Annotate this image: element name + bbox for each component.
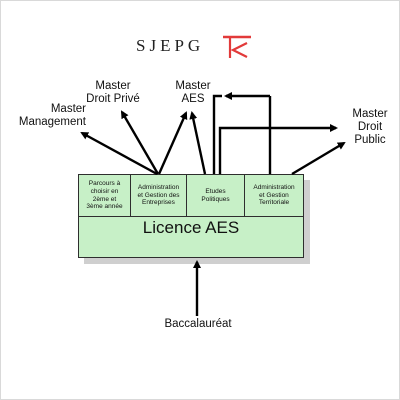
node-line: Master [50,103,86,115]
arrow-elbow-to-aes [212,94,222,174]
arrow-elbow-to-public [218,124,338,174]
licence-title: Licence AES [142,218,240,237]
cell-line: Entreprises [142,199,175,207]
cell-line: Administration [137,184,180,192]
cell-line: Territoriale [258,199,290,207]
arrow-to-aes-from-entreprises [157,111,188,175]
node-line: Master [175,80,211,92]
node-master-management: Master Management [6,103,86,129]
node-master-aes: Master AES [163,80,223,106]
cell-etudes-politiques: Etudes Politiques [187,175,245,217]
licence-aes-box: Parcours à choisir en 2ème et 3ème année… [78,174,309,263]
arrow-to-management [80,131,158,176]
cell-line: 3ème année [86,203,123,211]
arrow-to-droit-public [291,141,346,176]
node-line: AES [181,93,205,105]
cell-parcours: Parcours à choisir en 2ème et 3ème année [79,175,131,217]
node-line: Master [352,108,388,120]
arrow-to-droit-prive [120,110,160,175]
logo-mark-icon [223,35,251,58]
cell-line: Etudes [205,187,226,195]
cell-line: choisir en [90,187,119,195]
node-line: Droit [357,121,383,133]
cell-line: et Gestion des [137,191,180,199]
cell-admin-entreprises: Administration et Gestion des Entreprise… [131,175,187,217]
node-line: Droit Privé [86,93,140,105]
cell-line: Parcours à [88,180,121,188]
node-baccalaureat: Baccalauréat [164,318,232,330]
cell-line: Administration [253,184,295,192]
node-line: Public [354,134,386,146]
node-line: Management [18,116,86,128]
cell-line: et Gestion [259,191,289,199]
node-master-droit-public: Master Droit Public [340,108,400,147]
cell-line: 2ème et [92,195,117,203]
node-master-droit-prive: Master Droit Privé [78,80,148,106]
cell-line: Politiques [201,195,230,203]
node-line: Master [95,80,131,92]
arrow-to-aes-from-etudes [189,111,207,175]
logo-text: SJEPG [136,36,205,55]
cell-admin-territoriale: Administration et Gestion Territoriale [245,175,303,217]
